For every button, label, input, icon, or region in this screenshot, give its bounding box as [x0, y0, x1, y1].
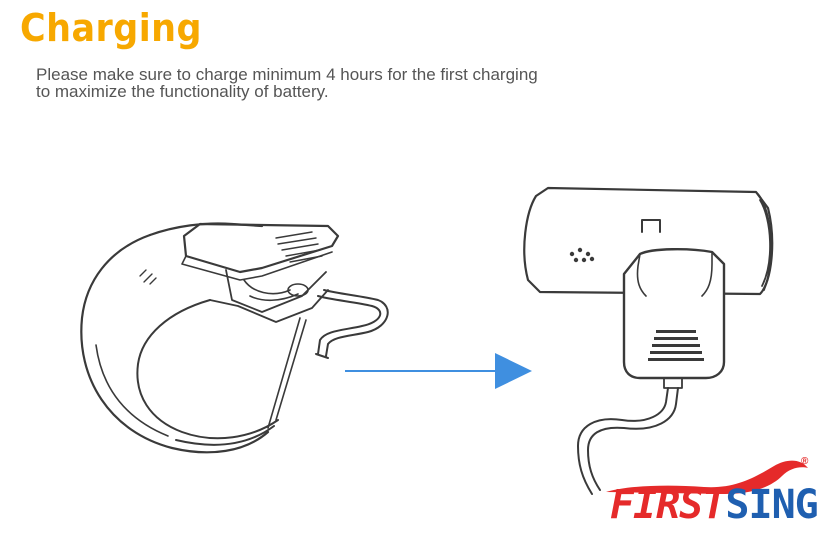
wristband-with-charging-clip	[80, 222, 389, 454]
brand-first-text: FIRST	[610, 482, 726, 528]
arrow-right-icon	[345, 353, 532, 389]
instruction-line: to maximize the functionality of battery…	[36, 82, 329, 101]
brand-sing-text: SING	[725, 482, 818, 528]
instruction-line: Please make sure to charge minimum 4 hou…	[36, 65, 538, 84]
red-swoosh-icon	[606, 460, 808, 494]
charging-dock	[523, 186, 774, 495]
charging-instruction: Please make sure to charge minimum 4 hou…	[36, 66, 676, 100]
page-title: Charging	[20, 6, 202, 50]
registered-mark: ®	[801, 456, 809, 467]
